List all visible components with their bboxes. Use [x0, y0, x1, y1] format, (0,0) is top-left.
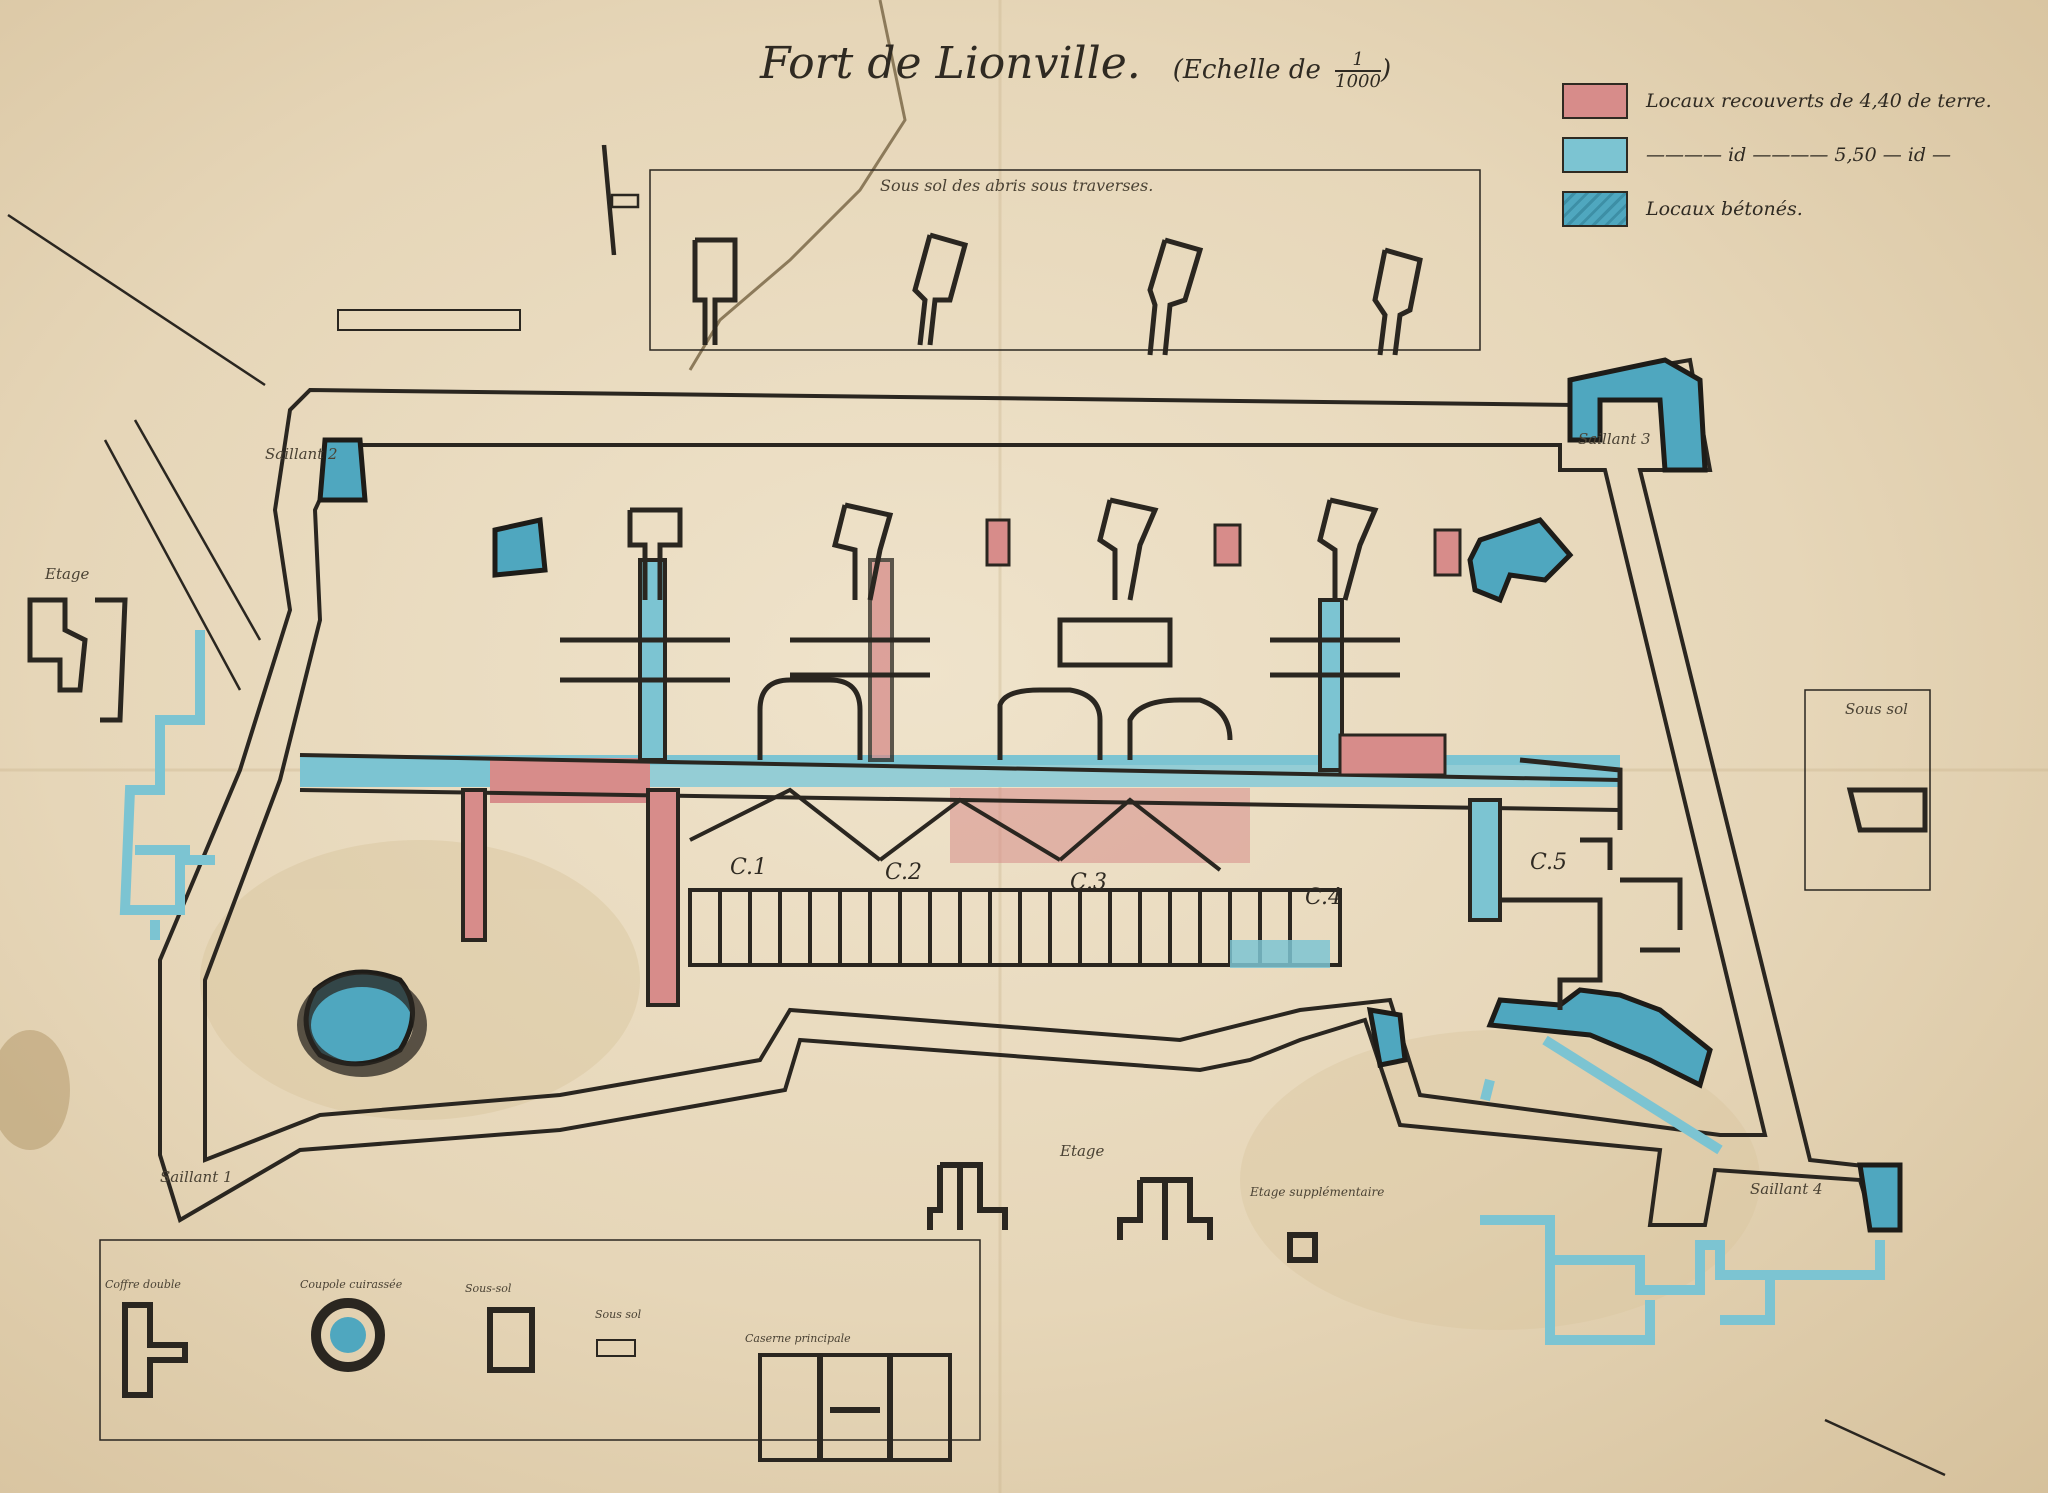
blue-barracks-end [1230, 940, 1330, 968]
bottom-details [122, 1298, 952, 1462]
sous-sol-frame [1804, 689, 1931, 891]
salient-label: Saillant 4 [1750, 1180, 1823, 1198]
etage-bottom-label: Etage [1060, 1142, 1105, 1160]
etage-left-label: Etage [45, 565, 90, 583]
legend-item: Locaux bétonés. [1562, 186, 1992, 232]
coupole-fill [330, 1317, 366, 1353]
concrete-works [303, 357, 1903, 1233]
abris-frame [649, 169, 1481, 351]
detail-label: Sous sol [595, 1308, 642, 1321]
map-title: Fort de Lionville. (Echelle de 1 1000 ) [760, 38, 1391, 92]
salient-label: Saillant 2 [265, 445, 338, 463]
detail-label: Sous-sol [465, 1282, 512, 1295]
legend-item: Locaux recouverts de 4,40 de terre. [1562, 78, 1992, 124]
north-arrow-icon [601, 144, 640, 256]
map-title-text: Fort de Lionville. [760, 38, 1141, 89]
barracks-row [688, 787, 1342, 967]
legend-label: Locaux recouverts de 4,40 de terre. [1646, 90, 1992, 112]
salient-label: Saillant 3 [1578, 430, 1651, 448]
legend-item: ———— id ———— 5,50 — id — [1562, 132, 1992, 178]
casemate-label: C.2 [885, 860, 923, 885]
casemate-label: C.5 [1530, 850, 1568, 875]
detail-label: Coffre double [105, 1278, 181, 1291]
right-works [1500, 757, 1928, 1010]
scale-suffix: ) [1380, 55, 1392, 85]
turret-dark-ring [297, 973, 427, 1077]
legend: Locaux recouverts de 4,40 de terre. ————… [1562, 78, 1992, 240]
etage-supplementaire-label: Etage supplémentaire [1250, 1185, 1385, 1199]
arched-casemates [757, 617, 1233, 760]
traverse-galleries [461, 558, 1502, 1007]
legend-label: ———— id ———— 5,50 — id — [1646, 144, 1952, 166]
access-road [7, 144, 1946, 1477]
legend-swatch-red [1562, 83, 1628, 119]
top-shelters [692, 232, 1423, 356]
details-frame [99, 1239, 981, 1441]
legend-swatch-concrete [1562, 191, 1628, 227]
left-blue-outworks [119, 630, 215, 940]
legend-label: Locaux bétonés. [1646, 198, 1803, 220]
red-shelters [985, 518, 1462, 777]
bottom-etage-shelters [927, 1162, 1318, 1263]
detail-label: Caserne principale [745, 1332, 851, 1345]
right-blue-outworks [1480, 1035, 1885, 1345]
scale-prefix: (Echelle de [1172, 55, 1321, 85]
abris-heading: Sous sol des abris sous traverses. [880, 176, 1154, 195]
left-annex [27, 597, 128, 723]
legend-swatch-blue [1562, 137, 1628, 173]
sous-sol-right-label: Sous sol [1845, 700, 1908, 718]
casemate-label: C.4 [1305, 885, 1343, 910]
casemate-label: C.3 [1070, 870, 1108, 895]
scale-bar [337, 309, 521, 331]
scale-denominator: 1000 [1335, 71, 1381, 92]
detail-label: Coupole cuirassée [300, 1278, 403, 1291]
scale-note: (Echelle de 1 1000 ) [1172, 50, 1392, 92]
fort-outline [158, 357, 1902, 1232]
scale-numerator: 1 [1335, 50, 1381, 72]
salient-label: Saillant 1 [160, 1168, 233, 1186]
upper-traverses [560, 497, 1400, 683]
casemate-label: C.1 [730, 855, 768, 880]
scale-fraction: 1 1000 [1335, 50, 1381, 92]
